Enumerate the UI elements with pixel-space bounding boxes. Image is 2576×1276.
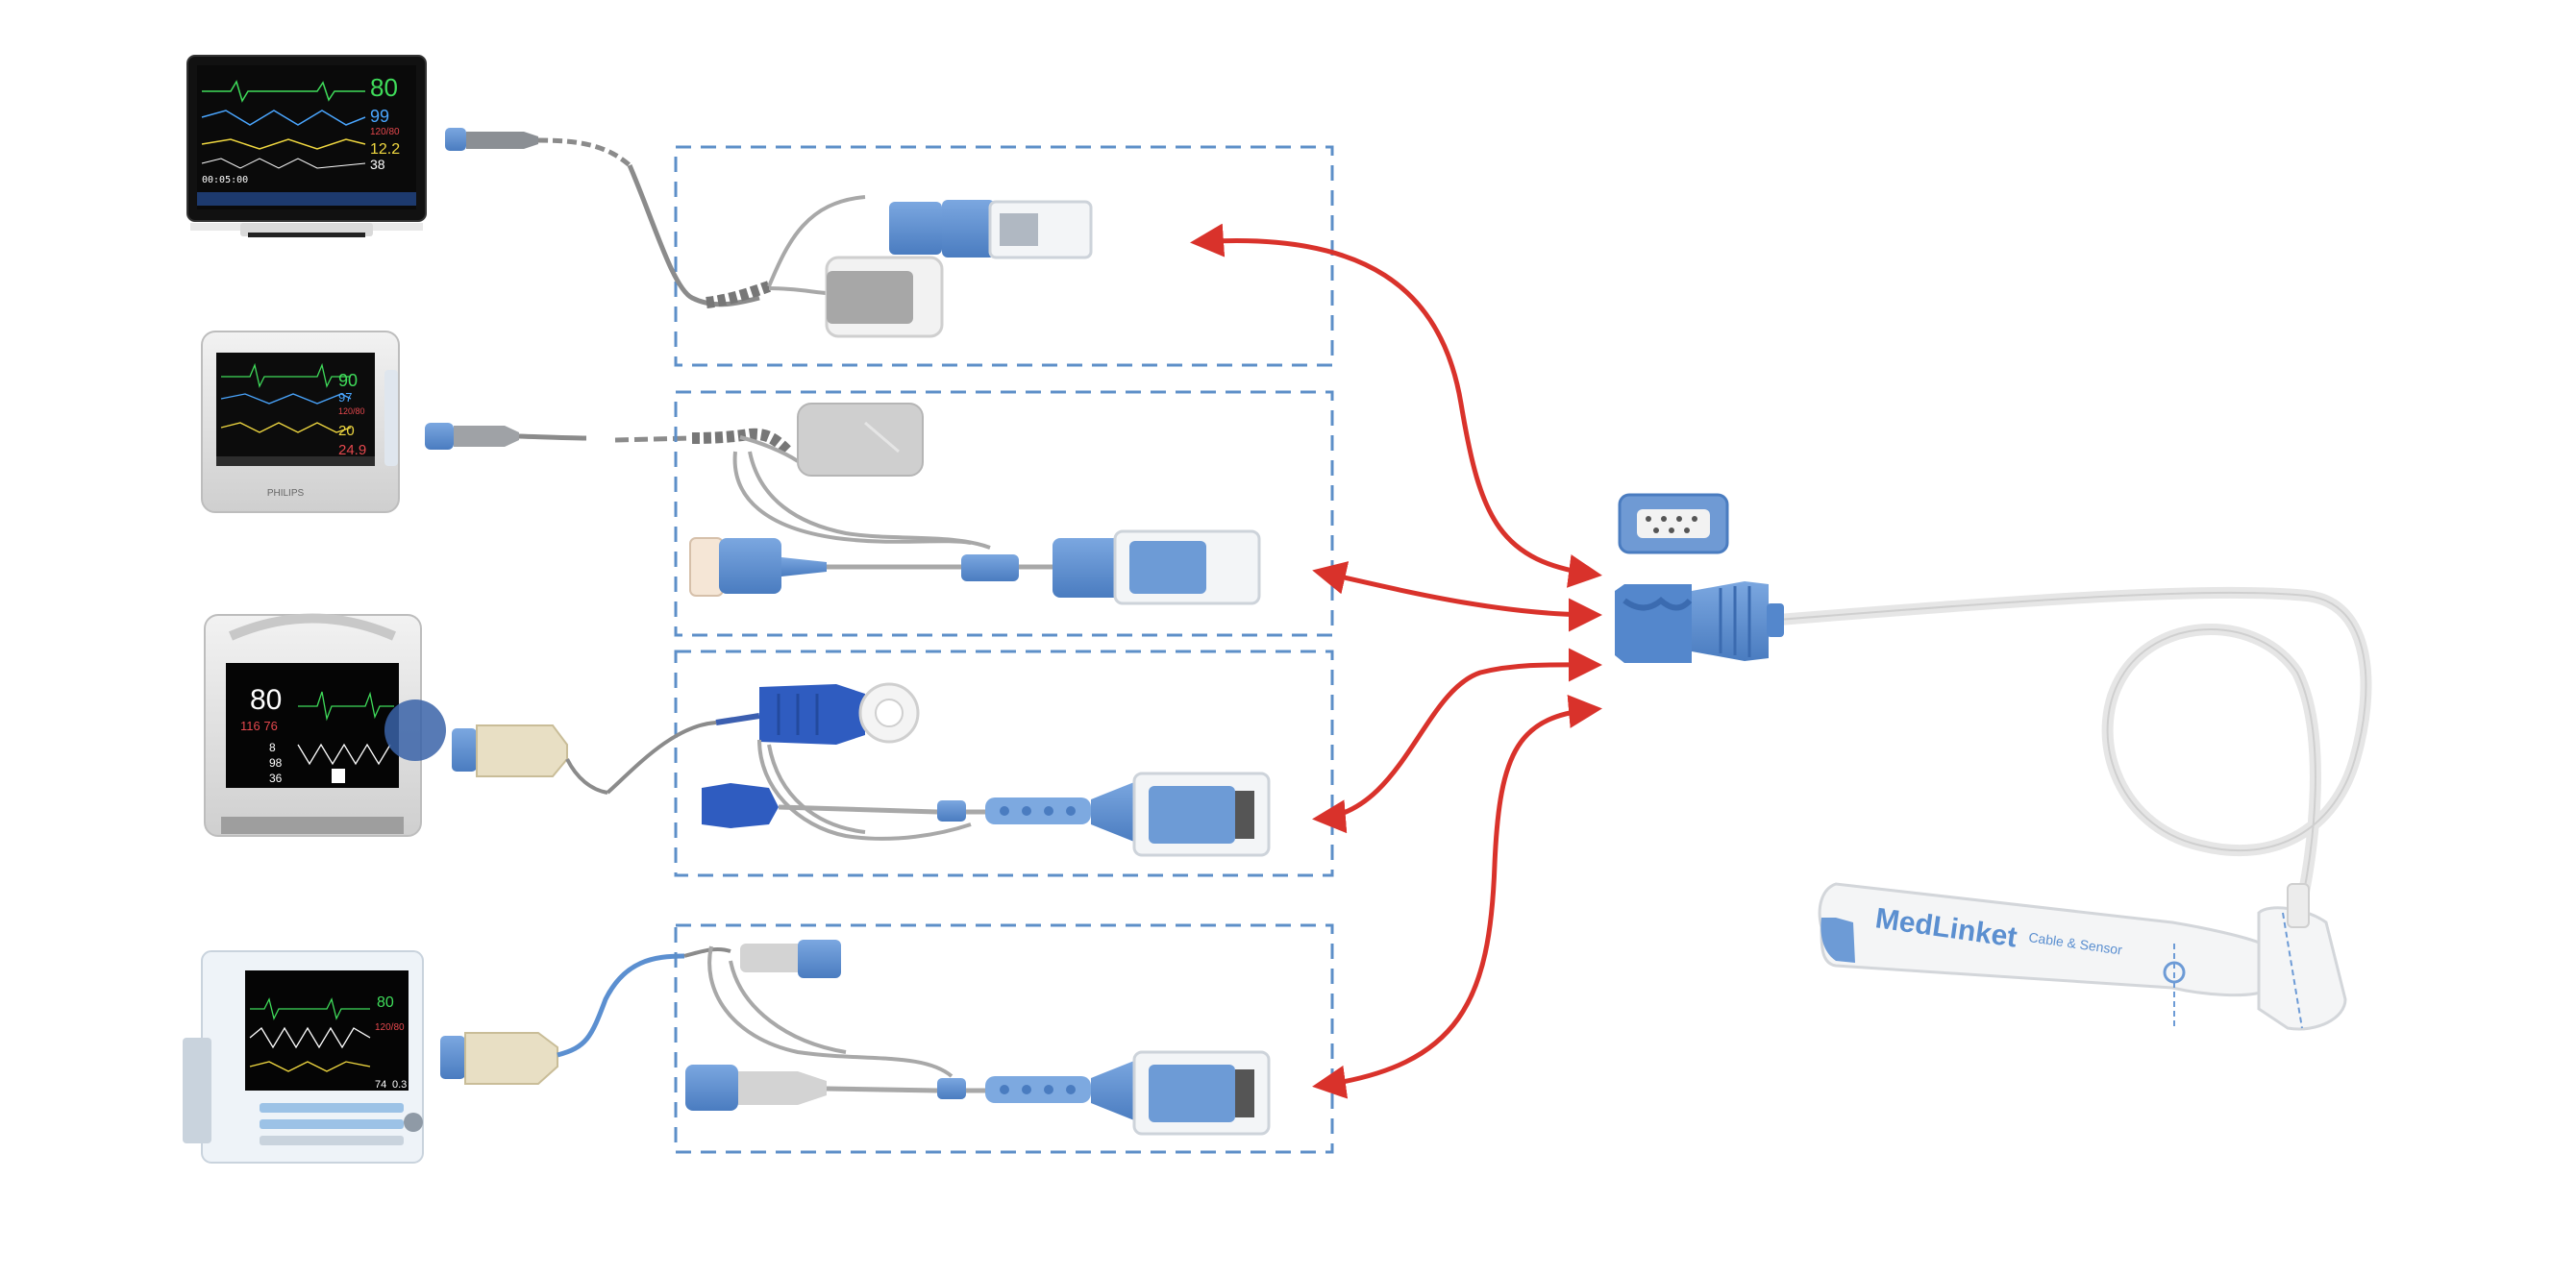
- monitor2-brand: PHILIPS: [267, 488, 305, 499]
- patient-monitor-1: 80 99 120/80 12.2 38 00:05:00: [186, 55, 427, 237]
- main-sensor-connector: [1615, 581, 1784, 663]
- db9-connector-icon: [1618, 493, 1729, 554]
- monitor3-nibp: 116 76: [240, 719, 278, 733]
- adapter-cable-3: [606, 682, 1271, 857]
- compatibility-arrows: [1190, 223, 1602, 1099]
- monitor1-temp: 38: [370, 157, 385, 172]
- adapter-box-4: [674, 923, 1334, 1154]
- monitor1-time: 00:05:00: [202, 175, 248, 185]
- monitor4-cable: [440, 953, 685, 1085]
- monitor3-hr: 80: [250, 684, 282, 716]
- monitor2-nibp: 120/80: [338, 406, 365, 416]
- monitor1-resp: 12.2: [370, 141, 400, 158]
- monitor3-temp: 36: [269, 772, 283, 785]
- monitor3-spo2: 98: [269, 756, 283, 770]
- adapter-box-3: [674, 650, 1334, 877]
- patient-monitor-4: 80 120/80 74 0.3: [183, 950, 424, 1164]
- arrow-adapter-3: [1312, 648, 1602, 834]
- monitor2-temp: 24.9: [338, 442, 366, 458]
- sensor-cable: [1772, 586, 2372, 928]
- patient-monitor-2: 90 97 120/80 20 24.9 PHILIPS: [201, 331, 400, 513]
- monitor4-nibp: 120/80: [375, 1022, 405, 1033]
- arrow-adapter-4: [1312, 695, 1602, 1099]
- patient-monitor-3: 80 116 76 8 98 36: [204, 613, 446, 837]
- monitor2-resp: 20: [338, 423, 355, 439]
- spo2-sensor: MedLinket Cable & Sensor: [1818, 882, 2347, 1031]
- monitor4-etco2: 0.3: [392, 1079, 407, 1091]
- adapter-box-1: [674, 145, 1334, 367]
- monitor2-spo2: 97: [338, 390, 352, 405]
- monitor4-hr: 80: [377, 994, 394, 1011]
- monitor1-nibp: 120/80: [370, 127, 400, 137]
- monitor4-co2: 74: [375, 1079, 386, 1091]
- adapter-cable-4: [683, 940, 1271, 1136]
- monitor1-hr: 80: [370, 73, 398, 102]
- adapter-cable-1: [627, 164, 1093, 338]
- monitor3-resp: 8: [269, 741, 276, 754]
- monitor2-hr: 90: [338, 371, 358, 390]
- arrow-adapter-2: [1312, 561, 1602, 632]
- monitor2-cable: [425, 423, 693, 450]
- adapter-cable-2: [689, 403, 1261, 605]
- monitor3-cable: [452, 724, 608, 795]
- monitor1-spo2: 99: [370, 107, 389, 126]
- monitor1-cable: [445, 128, 632, 167]
- arrow-adapter-1: [1190, 223, 1602, 588]
